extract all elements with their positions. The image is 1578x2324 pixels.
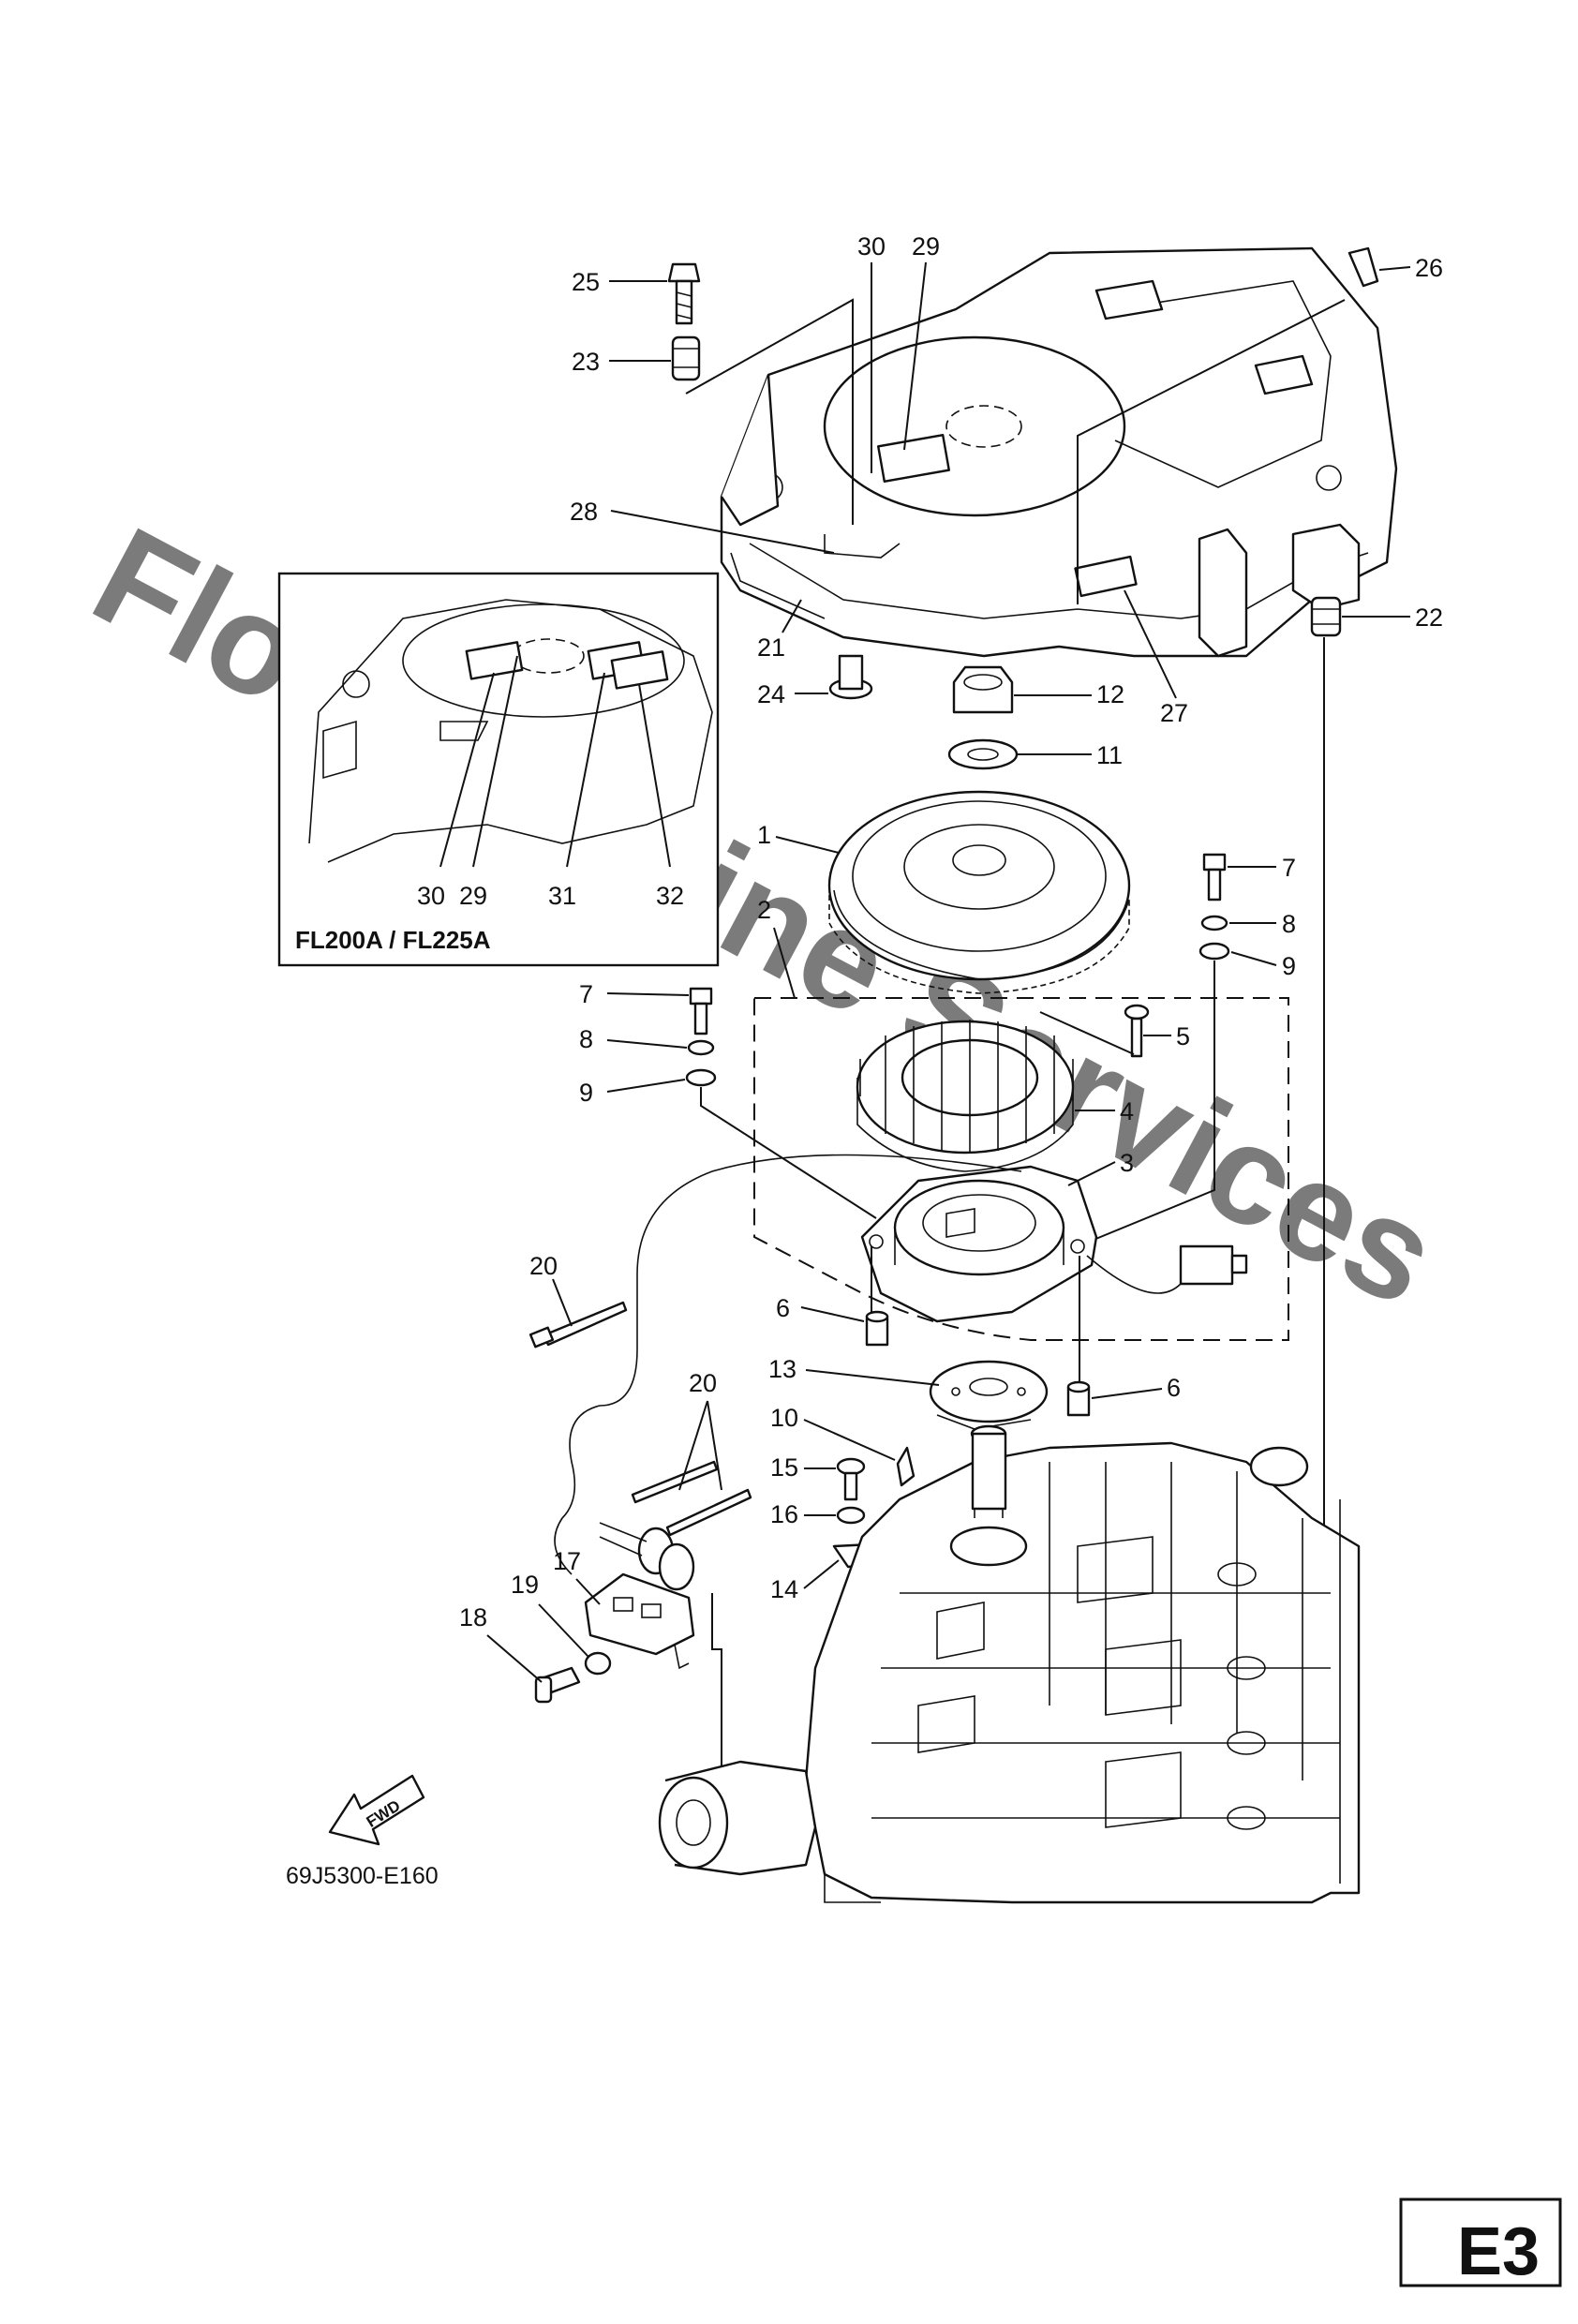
callout-18: 18 xyxy=(459,1603,487,1631)
section-tag-box: E3 xyxy=(1399,2197,1562,2289)
callout-9-left: 9 xyxy=(579,1079,593,1107)
callout-5: 5 xyxy=(1176,1022,1190,1050)
callout-30-top: 30 xyxy=(857,232,886,261)
engine-block xyxy=(658,1424,1361,1904)
callout-22: 22 xyxy=(1415,603,1443,632)
callout-11: 11 xyxy=(1096,741,1123,769)
inset-box-fl200a-fl225a: 30 29 31 32 FL200A / FL225A xyxy=(277,572,720,967)
flywheel-cover-assembly xyxy=(720,246,1398,658)
callout-3: 3 xyxy=(1120,1149,1134,1177)
connector-plug xyxy=(599,1522,695,1591)
collar-6-right xyxy=(1066,1380,1091,1417)
callout-16: 16 xyxy=(770,1500,798,1528)
inset-callout-31: 31 xyxy=(548,882,576,910)
callout-7-left: 7 xyxy=(579,980,593,1008)
callout-23: 23 xyxy=(572,348,600,376)
callout-20-left: 20 xyxy=(529,1252,558,1280)
bolt-18 xyxy=(534,1666,581,1704)
pulser-coil-base-3 xyxy=(860,1165,1248,1323)
clip-26 xyxy=(1347,246,1379,288)
screw-15 xyxy=(836,1457,866,1501)
washer-9-left xyxy=(685,1068,717,1087)
washer-19 xyxy=(584,1651,612,1676)
screw-5 xyxy=(1124,1004,1150,1058)
callout-6-left: 6 xyxy=(776,1294,790,1322)
callout-15: 15 xyxy=(770,1453,798,1482)
callout-8-right: 8 xyxy=(1282,910,1296,938)
collar-6-left xyxy=(865,1310,889,1347)
nut-12 xyxy=(952,665,1014,714)
callout-2: 2 xyxy=(757,896,771,924)
callout-25: 25 xyxy=(572,268,600,296)
bolt-7-left xyxy=(689,987,713,1035)
washer-8-right xyxy=(1200,915,1228,931)
cable-tie-20-right xyxy=(631,1460,752,1537)
flywheel-1 xyxy=(827,790,1131,994)
fwd-arrow: FWD xyxy=(328,1774,425,1846)
plate-13 xyxy=(929,1360,1049,1430)
callout-21: 21 xyxy=(757,633,785,662)
callout-4: 4 xyxy=(1120,1097,1134,1125)
inset-callout-29: 29 xyxy=(459,882,487,910)
callout-13: 13 xyxy=(768,1355,796,1383)
callout-12: 12 xyxy=(1096,680,1124,708)
callout-1: 1 xyxy=(757,821,771,849)
callout-10: 10 xyxy=(770,1404,798,1432)
woodruff-key-10 xyxy=(896,1446,916,1487)
bolt-25 xyxy=(667,262,701,325)
bracket-17 xyxy=(584,1572,695,1670)
inset-label: FL200A / FL225A xyxy=(295,926,491,954)
grommet-22 xyxy=(1310,596,1342,637)
inset-callout-32: 32 xyxy=(656,882,684,910)
washer-16 xyxy=(836,1506,866,1525)
washer-11 xyxy=(947,738,1019,770)
harness-wire xyxy=(554,1154,1022,1575)
bolt-7-right xyxy=(1202,853,1227,901)
callout-19: 19 xyxy=(511,1571,539,1599)
callout-20-right: 20 xyxy=(689,1369,717,1397)
cable-tie-20-left xyxy=(528,1301,628,1348)
callout-17: 17 xyxy=(553,1547,581,1575)
callout-24: 24 xyxy=(757,680,785,708)
inset-callout-30: 30 xyxy=(417,882,445,910)
washer-8-left xyxy=(687,1039,715,1056)
stator-4 xyxy=(856,1020,1075,1172)
callout-29-top: 29 xyxy=(912,232,940,261)
callout-8-left: 8 xyxy=(579,1025,593,1053)
callout-14: 14 xyxy=(770,1575,798,1603)
figure-code: 69J5300-E160 xyxy=(286,1863,439,1889)
callout-28: 28 xyxy=(570,498,598,526)
collar-24 xyxy=(828,654,873,700)
callout-6-right: 6 xyxy=(1167,1374,1181,1402)
section-tag: E3 xyxy=(1457,2214,1540,2289)
washer-9-right xyxy=(1198,942,1230,961)
callout-26: 26 xyxy=(1415,254,1443,282)
callout-9-right: 9 xyxy=(1282,952,1296,980)
callout-27: 27 xyxy=(1160,699,1188,727)
grommet-23 xyxy=(671,335,701,381)
callout-7-right: 7 xyxy=(1282,854,1296,882)
